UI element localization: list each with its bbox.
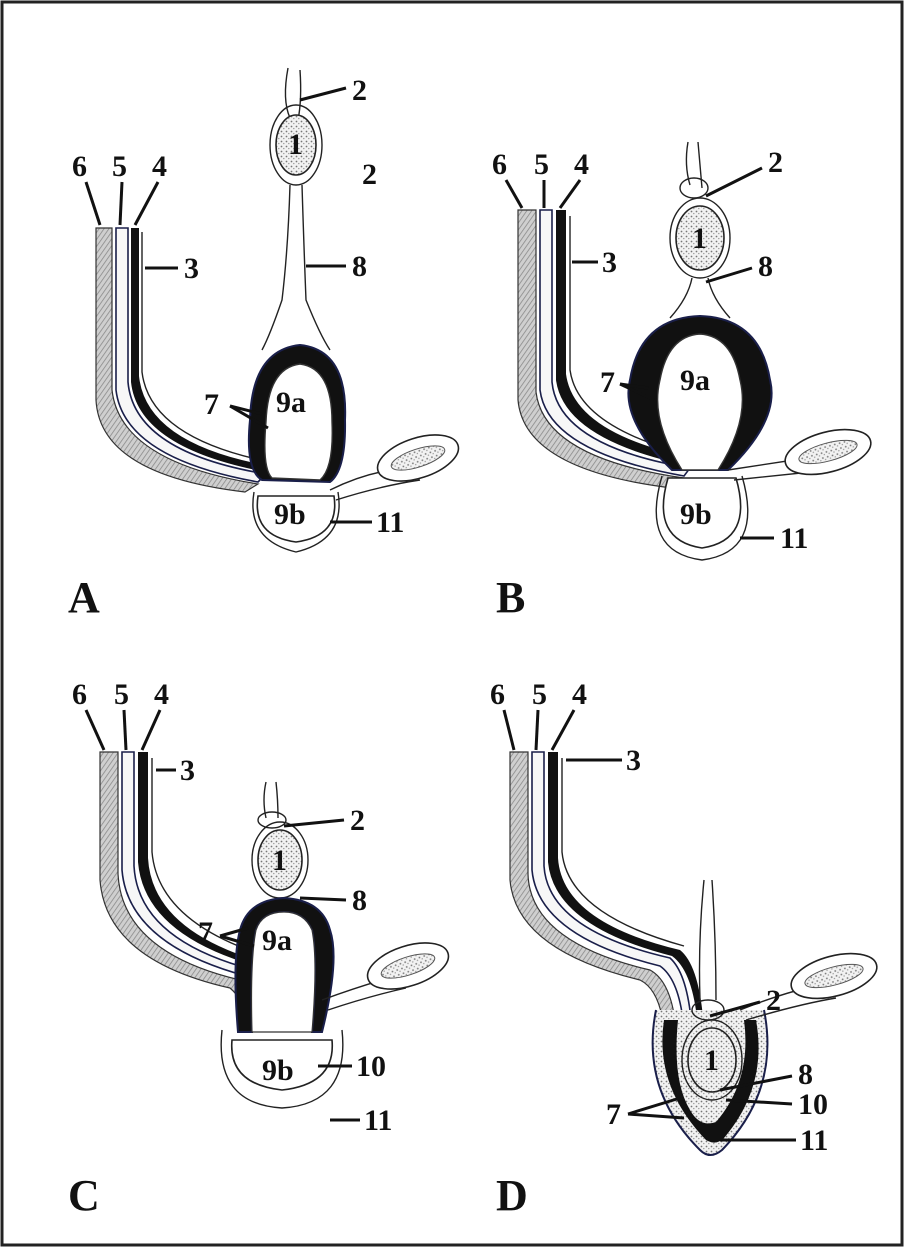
label-2: 2	[768, 146, 783, 179]
label-6: 6	[72, 678, 87, 711]
label-8: 8	[352, 250, 367, 283]
label-5: 5	[532, 678, 547, 711]
label-3: 3	[602, 246, 617, 279]
label-2-top: 2	[352, 74, 367, 107]
label-7: 7	[600, 366, 615, 399]
label-2-side: 2	[362, 158, 377, 191]
label-6: 6	[492, 148, 507, 181]
label-4: 4	[154, 678, 169, 711]
label-4: 4	[152, 150, 167, 183]
label-10: 10	[798, 1088, 828, 1121]
label-8: 8	[352, 884, 367, 917]
label-8: 8	[798, 1058, 813, 1091]
label-3: 3	[184, 252, 199, 285]
label-3: 3	[180, 754, 195, 787]
label-2: 2	[350, 804, 365, 837]
label-1: 1	[272, 844, 287, 877]
label-5: 5	[534, 148, 549, 181]
sac-9a-inner	[658, 334, 743, 470]
label-9b: 9b	[274, 498, 306, 531]
label-10: 10	[356, 1050, 386, 1083]
panel-label-d: D	[496, 1171, 528, 1220]
label-9b: 9b	[680, 498, 712, 531]
label-9a: 9a	[680, 364, 710, 397]
label-11: 11	[376, 506, 404, 539]
label-9a: 9a	[262, 924, 292, 957]
label-5: 5	[112, 150, 127, 183]
label-4: 4	[572, 678, 587, 711]
label-2: 2	[766, 984, 781, 1017]
label-1: 1	[692, 222, 707, 255]
label-9a: 9a	[276, 386, 306, 419]
label-4: 4	[574, 148, 589, 181]
panel-label-c: C	[68, 1171, 100, 1220]
label-11: 11	[780, 522, 808, 555]
label-1: 1	[704, 1044, 719, 1077]
label-5: 5	[114, 678, 129, 711]
panel-label-a: A	[68, 573, 100, 622]
sac-9a-inner	[265, 364, 332, 480]
label-7: 7	[204, 388, 219, 421]
label-7: 7	[606, 1098, 621, 1131]
label-8: 8	[758, 250, 773, 283]
panel-label-b: B	[496, 573, 525, 622]
label-11: 11	[364, 1104, 392, 1137]
label-6: 6	[72, 150, 87, 183]
label-7: 7	[198, 916, 213, 949]
label-9b: 9b	[262, 1054, 294, 1087]
label-6: 6	[490, 678, 505, 711]
label-3: 3	[626, 744, 641, 777]
label-1: 1	[288, 128, 303, 161]
label-11: 11	[800, 1124, 828, 1157]
